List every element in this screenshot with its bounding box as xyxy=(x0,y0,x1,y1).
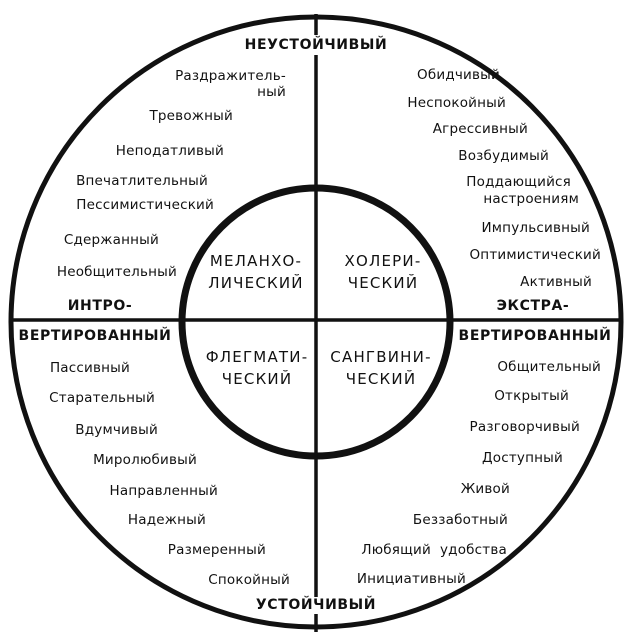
temperament-sanguine: САНГВИНИ- ЧЕСКИЙ xyxy=(330,346,431,390)
trait-calm: Спокойный xyxy=(208,572,290,588)
trait-reserved: Сдержанный xyxy=(63,232,159,248)
trait-changeable-line1: Поддающийся xyxy=(466,174,571,190)
trait-easygoing: Любящий удобства xyxy=(361,542,507,558)
axis-label-extraverted: ВЕРТИРОВАННЫЙ xyxy=(458,328,612,344)
trait-optimistic: Оптимистический xyxy=(469,247,601,263)
trait-unsociable: Необщительный xyxy=(56,264,177,280)
trait-irritable-line2: ный xyxy=(257,84,286,100)
temperament-melancholic: МЕЛАНХО- ЛИЧЕСКИЙ xyxy=(208,250,303,294)
temperament-phlegmatic: ФЛЕГМАТИ- ЧЕСКИЙ xyxy=(206,346,309,390)
trait-outgoing: Открытый xyxy=(494,388,569,404)
trait-thoughtful: Вдумчивый xyxy=(75,422,158,438)
trait-excitable: Возбудимый xyxy=(458,148,549,164)
trait-controlled: Направленный xyxy=(109,483,218,499)
trait-talkative: Разговорчивый xyxy=(469,419,580,435)
temperament-melancholic-line2: ЛИЧЕСКИЙ xyxy=(208,274,304,292)
trait-leadership: Инициативный xyxy=(356,571,466,587)
trait-restless: Неспокойный xyxy=(407,95,506,111)
axis-label-stable: УСТОЙЧИВЫЙ xyxy=(251,597,381,613)
trait-sociable: Общительный xyxy=(497,359,601,375)
trait-lively: Живой xyxy=(460,481,510,497)
axis-label-intro: ИНТРО- xyxy=(67,298,133,314)
temperament-choleric: ХОЛЕРИ- ЧЕСКИЙ xyxy=(345,250,422,294)
axis-label-introverted: ВЕРТИРОВАННЫЙ xyxy=(18,328,172,344)
trait-reliable: Надежный xyxy=(127,512,206,528)
temperament-sanguine-line1: САНГВИНИ- xyxy=(330,348,432,366)
trait-aggressive: Агрессивный xyxy=(432,121,528,137)
trait-impulsive: Импульсивный xyxy=(481,220,590,236)
trait-careful: Старательный xyxy=(49,390,155,406)
trait-pessimistic: Пессимистический xyxy=(76,197,214,213)
temperament-melancholic-line1: МЕЛАНХО- xyxy=(209,252,303,270)
trait-even-tempered: Размеренный xyxy=(167,542,266,558)
temperament-choleric-line1: ХОЛЕРИ- xyxy=(344,252,422,270)
trait-irritable: Раздражитель- ный xyxy=(175,68,286,100)
axis-label-extra: ЭКСТРА- xyxy=(496,298,570,314)
trait-rigid: Неподатливый xyxy=(115,143,224,159)
temperament-choleric-line2: ЧЕСКИЙ xyxy=(347,274,419,292)
trait-irritable-line1: Раздражитель- xyxy=(175,68,286,84)
temperament-phlegmatic-line2: ЧЕСКИЙ xyxy=(221,370,293,388)
trait-passive: Пассивный xyxy=(49,360,130,376)
trait-impressionable: Впечатлительный xyxy=(76,173,208,189)
trait-carefree: Беззаботный xyxy=(412,512,508,528)
trait-touchy: Обидчивый xyxy=(417,67,500,83)
temperament-phlegmatic-line1: ФЛЕГМАТИ- xyxy=(205,348,309,366)
trait-changeable-line2: настроениям xyxy=(483,191,579,207)
trait-peaceful: Миролюбивый xyxy=(93,452,197,468)
trait-active: Активный xyxy=(520,274,592,290)
temperament-sanguine-line2: ЧЕСКИЙ xyxy=(345,370,417,388)
trait-anxious: Тревожный xyxy=(149,108,233,124)
trait-responsive: Доступный xyxy=(482,450,563,466)
axis-label-unstable: НЕУСТОЙЧИВЫЙ xyxy=(240,37,392,53)
